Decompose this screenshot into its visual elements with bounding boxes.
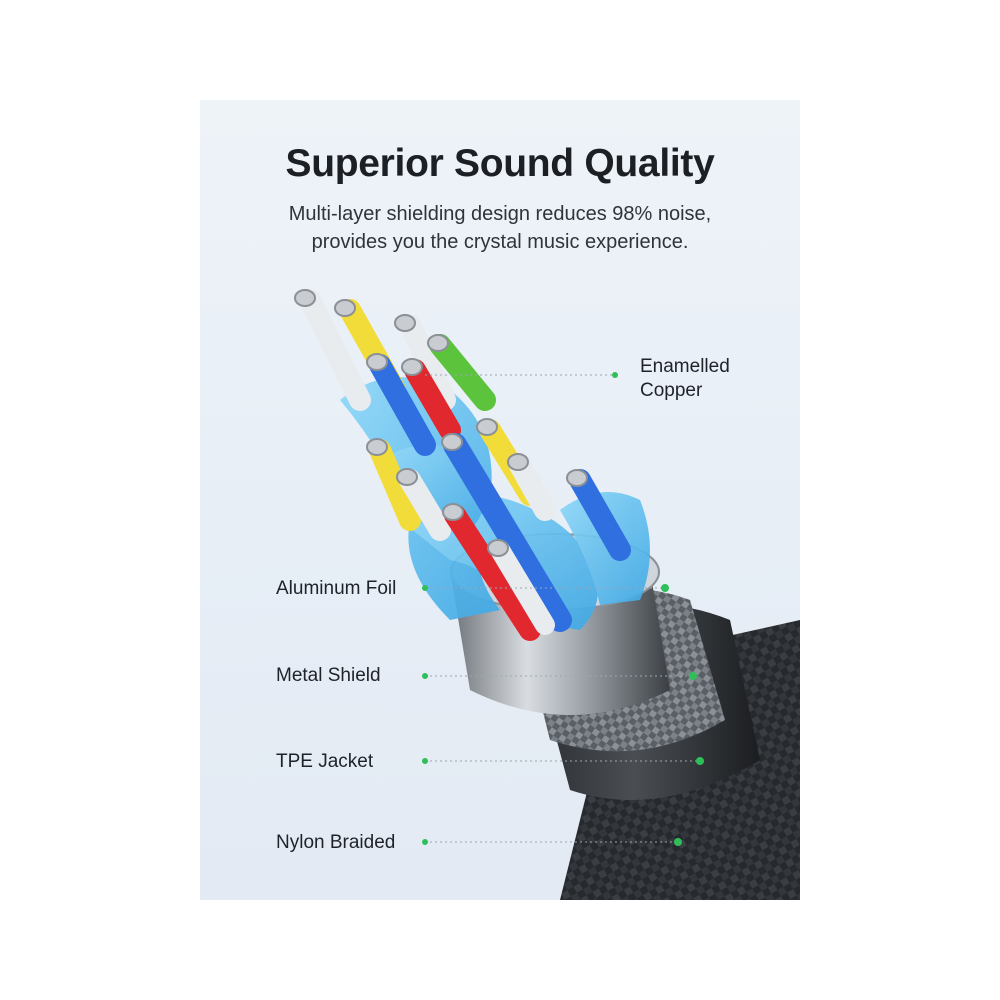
callout-label-line-2: Copper xyxy=(640,380,703,401)
subtitle-line-1: Multi-layer shielding design reduces 98%… xyxy=(288,203,712,225)
callout-label-line-1: Enamelled xyxy=(640,356,730,377)
product-banner: Superior Sound Quality Multi-layer shiel… xyxy=(200,100,800,900)
subtitle-line-2: provides you the crystal music experienc… xyxy=(311,231,689,253)
callout-leaders xyxy=(425,374,700,843)
callout-label-nylon-braided: Nylon Braided xyxy=(276,832,396,853)
copper-wire-tips xyxy=(294,289,588,557)
callout-dots xyxy=(422,372,704,846)
callout-label-enamelled-copper: Enamelled Copper xyxy=(640,355,730,403)
cable-cross-section-illustration xyxy=(294,289,800,900)
callout-label-metal-shield: Metal Shield xyxy=(276,665,381,686)
page-title: Superior Sound Quality xyxy=(285,142,715,185)
enamelled-copper-wires xyxy=(299,289,631,641)
callout-label-tpe-jacket: TPE Jacket xyxy=(276,751,374,772)
callout-label-aluminum-foil: Aluminum Foil xyxy=(276,578,397,599)
page-subtitle: Multi-layer shielding design reduces 98%… xyxy=(200,200,800,256)
